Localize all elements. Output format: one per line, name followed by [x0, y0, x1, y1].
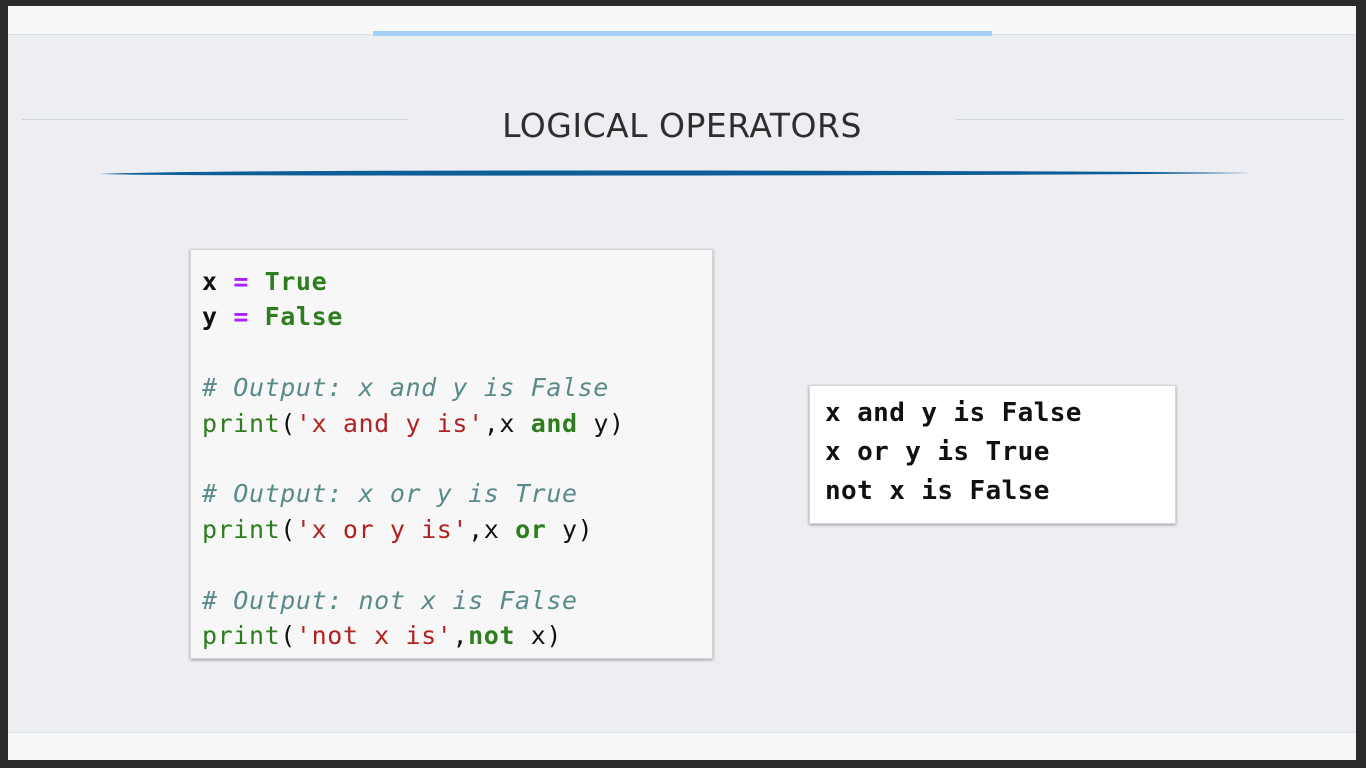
- code-args: ,x: [468, 514, 516, 544]
- code-var-x: x: [202, 267, 218, 296]
- code-blank-line: [202, 335, 712, 370]
- code-assign-op: =: [233, 267, 249, 296]
- code-line-x-assign: x = True: [202, 264, 712, 299]
- title-underline: [100, 170, 1252, 176]
- code-args-tail: y): [546, 514, 594, 544]
- code-value-true: True: [264, 267, 328, 296]
- code-assign-op: =: [233, 302, 249, 332]
- output-line: x and y is False: [825, 398, 1082, 428]
- code-print-not: print('not x is',not x): [202, 618, 712, 653]
- code-print-and: print('x and y is',x and y): [202, 406, 712, 441]
- code-comment-and: # Output: x and y is False: [202, 370, 712, 405]
- code-print-fn: print: [202, 408, 281, 438]
- code-string: 'not x is': [295, 620, 453, 650]
- output-panel: x and y is False x or y is True not x is…: [809, 385, 1176, 524]
- code-comment-not: # Output: not x is False: [202, 583, 712, 618]
- code-args: ,x: [483, 408, 531, 438]
- code-keyword-not: not: [468, 620, 516, 650]
- code-args-tail: x): [515, 620, 563, 650]
- code-value-false: False: [264, 302, 343, 332]
- slide-title: LOGICAL OPERATORS: [502, 106, 862, 145]
- code-snippet: x = True y = False # Output: x and y is …: [190, 249, 713, 659]
- bottom-strip: [8, 732, 1356, 760]
- code-args-tail: y): [577, 408, 625, 438]
- code-comment: # Output: x or y is True: [202, 479, 578, 509]
- code-paren: (: [280, 408, 296, 438]
- code-args: ,: [452, 620, 469, 650]
- code-line-y-assign: y = False: [202, 299, 712, 334]
- code-keyword-and: and: [530, 408, 578, 438]
- code-var-y: y: [202, 302, 218, 332]
- title-rule-left: [22, 119, 408, 120]
- accent-bar: [373, 31, 992, 36]
- code-print-fn: print: [202, 620, 281, 650]
- code-print-or: print('x or y is',x or y): [202, 512, 712, 547]
- output-line: x or y is True: [825, 437, 1050, 467]
- output-line: not x is False: [825, 476, 1050, 506]
- code-blank-line: [202, 441, 712, 476]
- code-comment-or: # Output: x or y is True: [202, 476, 712, 511]
- code-string: 'x and y is': [295, 408, 484, 438]
- code-keyword-or: or: [515, 514, 547, 544]
- code-string: 'x or y is': [295, 514, 469, 544]
- code-paren: (: [280, 620, 296, 650]
- code-print-fn: print: [202, 514, 281, 544]
- title-rule-right: [956, 119, 1344, 120]
- code-comment: # Output: not x is False: [202, 585, 578, 615]
- code-blank-line: [202, 547, 712, 582]
- code-comment: # Output: x and y is False: [202, 373, 609, 403]
- slide: LOGICAL OPERATORS x = True y = False # O…: [8, 6, 1356, 760]
- code-paren: (: [280, 514, 296, 544]
